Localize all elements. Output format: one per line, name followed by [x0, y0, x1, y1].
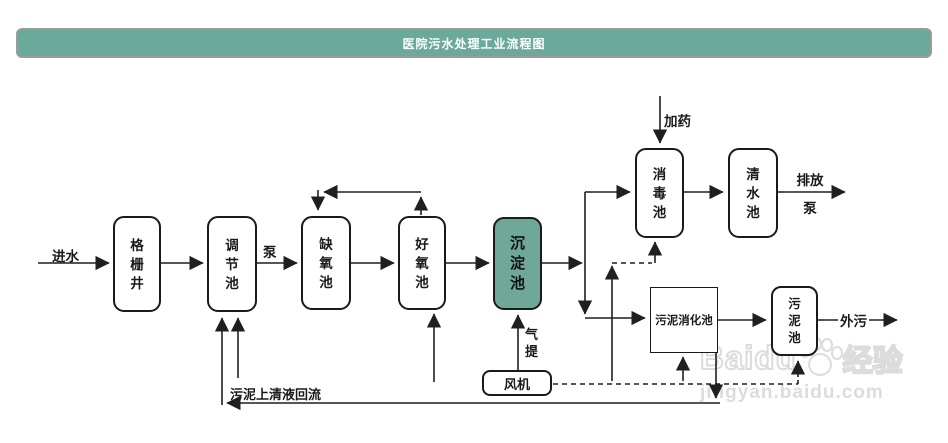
- node-sedimentation-tank-label: 沉淀池: [510, 234, 526, 292]
- label-discharge-top: 排放: [796, 173, 824, 188]
- label-air-lift: 气提: [524, 327, 538, 359]
- node-aerobic-tank-label: 好氧池: [415, 236, 429, 290]
- node-sludge-tank-label: 污泥池: [788, 296, 801, 345]
- node-disinfection-tank: 消毒池: [635, 148, 684, 238]
- label-supernatant-return: 污泥上清液回流: [230, 387, 322, 402]
- node-regulating-tank-label: 调节池: [225, 237, 239, 291]
- label-outflow: 外污: [838, 310, 869, 330]
- node-clear-water-tank: 清水池: [728, 148, 778, 238]
- node-sludge-tank: 污泥池: [771, 286, 818, 356]
- diagram-title-bar: 医院污水处理工业流程图: [16, 28, 932, 58]
- node-grid-well: 格栅井: [113, 216, 161, 312]
- diagram-title: 医院污水处理工业流程图: [402, 36, 546, 51]
- node-fan-label: 风机: [503, 376, 530, 392]
- node-anoxic-tank-label: 缺氧池: [319, 236, 333, 290]
- label-dosing: 加药: [664, 114, 691, 129]
- label-pump: 泵: [263, 245, 277, 260]
- node-sludge-digestion-tank: 污泥消化池: [650, 287, 718, 353]
- node-fan: 风机: [482, 370, 552, 396]
- node-regulating-tank: 调节池: [207, 216, 257, 312]
- node-aerobic-tank: 好氧池: [398, 216, 446, 310]
- node-anoxic-tank: 缺氧池: [301, 216, 351, 310]
- node-sludge-digestion-tank-label: 污泥消化池: [655, 315, 713, 327]
- label-inflow: 进水: [52, 249, 79, 264]
- watermark-brand-cn: 经验: [842, 344, 904, 379]
- node-grid-well-label: 格栅井: [130, 237, 144, 291]
- node-disinfection-tank-label: 消毒池: [652, 166, 667, 220]
- node-sedimentation-tank: 沉淀池: [493, 217, 542, 310]
- watermark-url: jingyan.baidu.com: [700, 382, 884, 403]
- node-clear-water-tank-label: 清水池: [746, 166, 760, 220]
- label-discharge-pump: 泵: [803, 201, 817, 216]
